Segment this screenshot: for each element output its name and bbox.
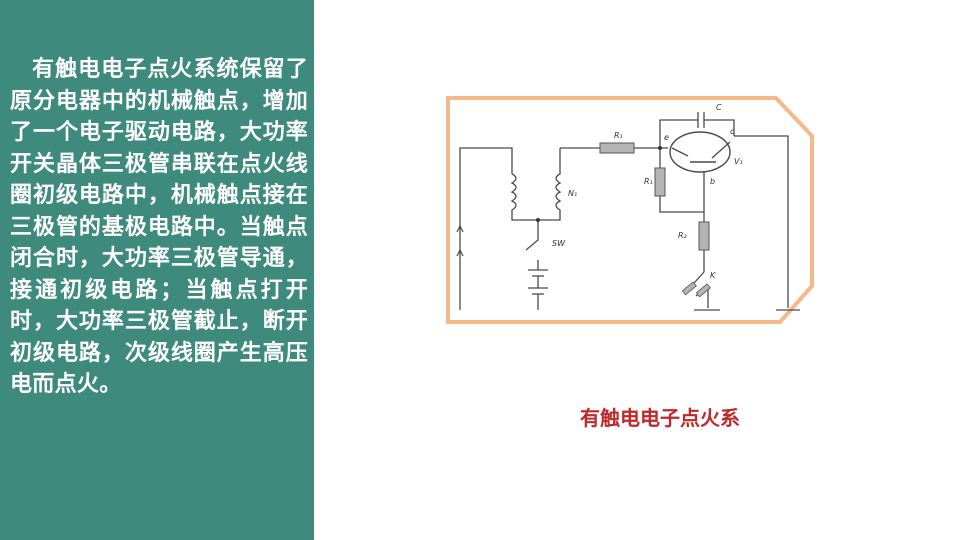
label-base: b <box>710 177 715 186</box>
label-collector: c <box>730 127 735 136</box>
resistor-r2 <box>698 221 710 251</box>
body-text: 有触电电子点火系统保留了原分电器中的机械触点，增加了一个电子驱动电路，大功率开关… <box>10 57 308 397</box>
label-r1-top: R₁ <box>614 131 623 140</box>
diagram-border <box>446 96 814 324</box>
label-sw: SW <box>552 239 566 248</box>
label-r2: R₂ <box>678 231 688 240</box>
text-panel: 有触电电子点火系统保留了原分电器中的机械触点，增加了一个电子驱动电路，大功率开关… <box>0 0 314 540</box>
contact-k-symbol <box>681 281 697 296</box>
transistor-symbol <box>669 131 731 173</box>
label-contact-k: K <box>710 271 716 280</box>
label-emitter: e <box>664 133 669 142</box>
resistor-r1 <box>599 142 635 154</box>
resistor-r1-side <box>654 167 666 197</box>
circuit-diagram-svg: R₁ R₁ R₂ N₁ SW C e c b V₁ K <box>446 96 814 324</box>
label-r1-side: R₁ <box>644 177 653 186</box>
diagram-caption: 有触电电子点火系 <box>580 406 740 430</box>
circuit-diagram: R₁ R₁ R₂ N₁ SW C e c b V₁ K <box>446 96 814 324</box>
label-n1: N₁ <box>568 189 577 198</box>
label-capacitor: C <box>716 103 722 112</box>
label-transistor: V₁ <box>734 157 743 166</box>
